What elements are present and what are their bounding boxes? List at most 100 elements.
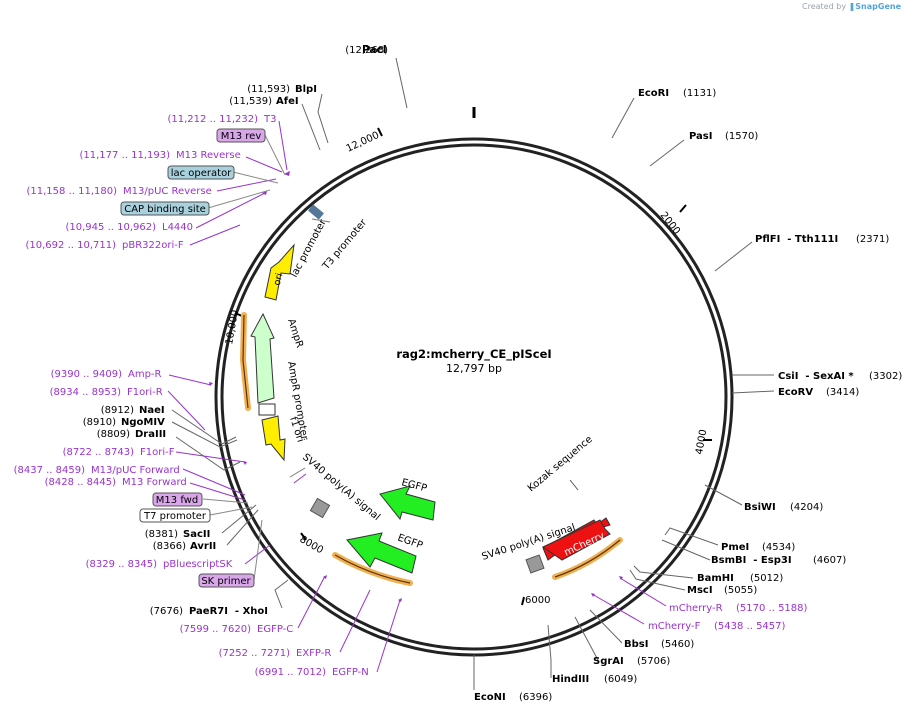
enzyme-name-hindiii: HindIII	[552, 674, 589, 685]
enzyme-name-sgrai: SgrAI	[593, 656, 624, 667]
snapgene-logo: ❚SnapGene	[848, 2, 901, 11]
primer-arrow-mcherry-r	[619, 576, 623, 580]
box-t7-promoter-label: T7 promoter	[143, 511, 207, 522]
primer-pos-amp-r: (9390 .. 9409)	[51, 369, 123, 380]
mcherry-feature	[541, 519, 611, 561]
primer-name-mcherry-r: mCherry-R	[669, 603, 723, 614]
leader-avrii	[226, 509, 259, 546]
kozak-label: Kozak sequence	[526, 434, 595, 494]
t3-promoter-label: T3 promoter	[320, 217, 370, 273]
primer-name-pbluescriptsk: pBluescriptSK	[163, 559, 233, 570]
leader-egfp-c	[297, 575, 326, 629]
ampr-promoter-box	[258, 403, 276, 416]
enzyme-pos-sgrai: (5706)	[637, 656, 670, 667]
primer-name-exfp-r: EXFP-R	[296, 648, 331, 659]
kozak-marker	[569, 479, 579, 491]
primer-pos-l4440: (10,945 .. 10,962)	[66, 222, 157, 233]
primer-pos-m13puc-forward: (8437 .. 8459)	[14, 465, 86, 476]
leader-blpi	[317, 93, 329, 144]
ori-highlight-core	[242, 314, 249, 409]
enzyme-name-bsiwi: BsiWI	[744, 502, 776, 513]
tick-6000	[521, 596, 525, 606]
enzyme-pos-csii: (3302)	[869, 371, 902, 382]
tick-label-8000: 8000	[298, 534, 326, 556]
enzyme-pos-msci: (5055)	[724, 585, 757, 596]
primer-name-m13-reverse: M13 Reverse	[176, 150, 241, 161]
enzyme-pos-ecorv: (3414)	[826, 387, 859, 398]
enzyme-pos-pmei: (4534)	[762, 542, 795, 553]
leader-hindiii	[547, 624, 552, 678]
enzyme-name-econi: EcoNI	[474, 692, 506, 703]
enzyme-name-msci: MscI	[687, 585, 713, 596]
leader-m13rev-box	[264, 134, 286, 176]
enzyme-name-csii: CsiI - SexAI *	[778, 371, 854, 382]
enzyme-name-pmei: PmeI	[721, 542, 749, 553]
enzyme-name-naei: NaeI	[139, 405, 165, 416]
enzyme-name-draiii: DraIII	[135, 429, 166, 440]
leader-ecori	[611, 97, 635, 139]
primer-arrow-l4440	[262, 191, 267, 195]
tick-label-4000: 4000	[694, 429, 709, 456]
primer-pos-exfp-r: (7252 .. 7271)	[219, 648, 291, 659]
box-cap-binding-site	[120, 201, 210, 216]
tick-10000	[234, 312, 243, 317]
enzyme-pos-ecori: (1131)	[683, 88, 716, 99]
primer-pos-mcherry-f: (5438 .. 5457)	[714, 621, 786, 632]
egfp-feature-1	[379, 485, 436, 521]
leader-m13puc-reverse	[216, 178, 277, 192]
tick-marks	[234, 127, 712, 606]
primer-name-f1ori-r: F1ori-R	[127, 387, 163, 398]
box-lac-operator	[167, 165, 235, 180]
lac-promoter-label: lac promoter	[289, 217, 329, 279]
leader-egfp-n	[376, 599, 401, 673]
enzyme-name-sacii: SacII	[183, 529, 210, 540]
mcherry-highlight-core	[554, 539, 621, 578]
tick-label-6000: 6000	[525, 595, 550, 606]
leader-l4440	[195, 192, 266, 229]
backbone-inner	[220, 143, 728, 651]
sv40-polya-box-1	[309, 497, 331, 519]
box-m13-fwd-label: M13 fwd	[156, 495, 198, 506]
tick-12000	[377, 127, 383, 137]
ampr-label: AmpR	[285, 318, 305, 350]
enzyme-name-ecorv: EcoRV	[778, 387, 813, 398]
primer-pos-m13-reverse: (11,177 .. 11,193)	[80, 150, 171, 161]
lac-region-marks	[311, 218, 331, 223]
enzyme-name-bbsi: BbsI	[624, 639, 648, 650]
credit-brand: SnapGene	[855, 2, 901, 11]
enzyme-pos-blpi: (11,593)	[247, 84, 290, 95]
ampr-feature	[250, 312, 275, 404]
leader-t3	[278, 120, 288, 171]
enzyme-name-bamhi: BamHI	[697, 573, 734, 584]
tick-label-12000: 12,000	[345, 130, 381, 155]
primer-pos-pbr322ori: (10,692 .. 10,711)	[26, 240, 117, 251]
leader-pasi	[649, 139, 685, 167]
box-lac-operator-label: lac operator	[171, 168, 232, 179]
primer-name-mcherry-f: mCherry-F	[648, 621, 701, 632]
enzyme-pos-afei: (11,539)	[229, 96, 272, 107]
leader-bsiwi	[704, 484, 743, 506]
primer-arrow-t3	[284, 171, 290, 176]
t7-region-marks	[289, 467, 306, 478]
enzyme-pos-paci: (12,268)	[345, 45, 388, 56]
primer-name-amp-r: Amp-R	[128, 369, 162, 380]
leader-f1ori-f	[175, 451, 246, 463]
enzyme-name-pflfi: PflFI - Tth111I	[755, 234, 838, 245]
leader-paci	[395, 57, 408, 109]
enzyme-name-avrii: AvrII	[190, 541, 216, 552]
enzyme-pos-bsmbi: (4607)	[813, 555, 846, 566]
box-sk-primer-label: SK primer	[201, 576, 251, 587]
leader-ampr-primer	[168, 374, 212, 386]
leader-lacop-box	[232, 171, 279, 184]
primer-arrow-ampr	[209, 382, 213, 386]
leader-m13fwd-box	[202, 498, 249, 504]
primer-pos-f1ori-r: (8934 .. 8953)	[50, 387, 122, 398]
box-t7-promoter	[139, 508, 211, 523]
leader-sk-box	[253, 519, 263, 581]
primer-name-t3: T3	[263, 114, 276, 125]
enzyme-name-ngomiv: NgoMIV	[121, 417, 165, 428]
leader-pmei	[664, 527, 719, 546]
leader-bamhi	[633, 565, 694, 579]
ori-label: ori	[272, 272, 286, 287]
primer-pos-egfp-n: (6991 .. 7012)	[255, 667, 327, 678]
